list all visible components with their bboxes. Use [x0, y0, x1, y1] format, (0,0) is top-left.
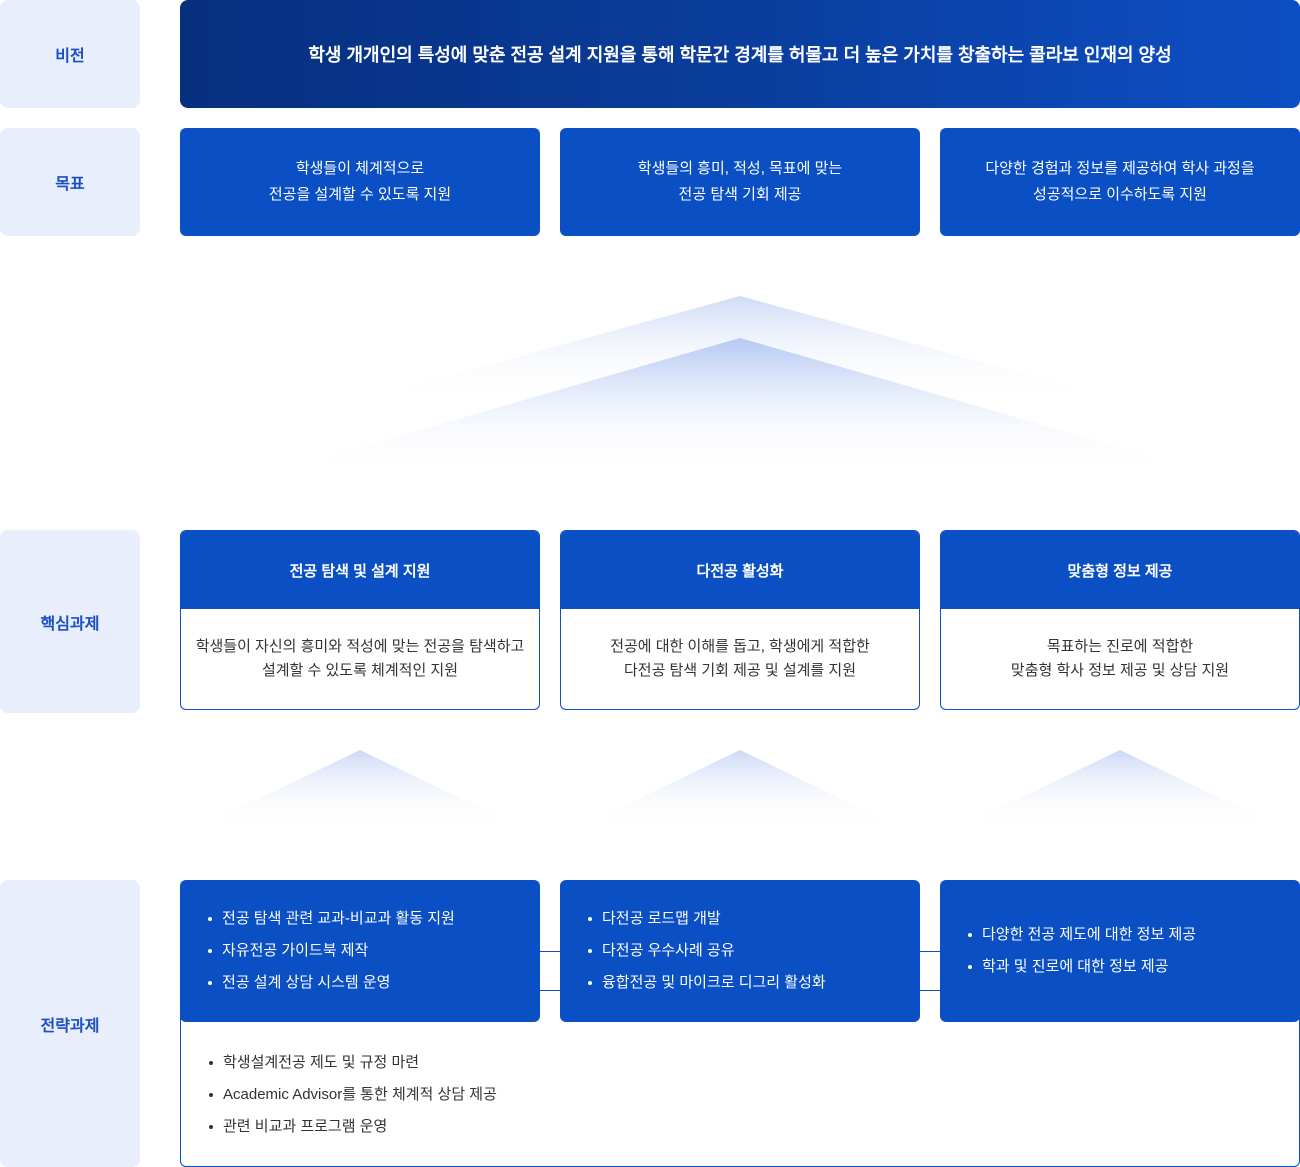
list-item: 다전공 우수사례 공유 — [588, 935, 920, 967]
label-vision: 비전 — [0, 0, 140, 108]
strategy-card-3: 다양한 전공 제도에 대한 정보 제공 학과 및 진로에 대한 정보 제공 — [940, 880, 1300, 1022]
label-core-tasks: 핵심과제 — [0, 530, 140, 713]
core-task-1-title: 전공 탐색 및 설계 지원 — [181, 531, 539, 609]
label-strategy-tasks: 전략과제 — [0, 880, 140, 1167]
connector-line-2 — [920, 951, 940, 952]
goal-2-line-2: 전공 탐색 기회 제공 — [678, 186, 802, 203]
upward-arrows-small-graphic — [200, 750, 1280, 827]
list-item: 관련 비교과 프로그램 운영 — [209, 1111, 497, 1143]
list-item: 전공 설계 상담 시스템 운영 — [208, 967, 540, 999]
goal-3-line-2: 성공적으로 이수하도록 지원 — [1033, 186, 1207, 203]
core-task-1-line-1: 학생들이 자신의 흥미와 적성에 맞는 전공을 탐색하고 — [195, 638, 525, 655]
connector-line-1 — [540, 951, 560, 952]
vision-banner: 학생 개개인의 특성에 맞춘 전공 설계 지원을 통해 학문간 경계를 허물고 … — [180, 0, 1300, 108]
strategy-card-2: 다전공 로드맵 개발 다전공 우수사례 공유 융합전공 및 마이크로 디그리 활… — [560, 880, 920, 1022]
list-item: Academic Advisor를 통한 체계적 상담 제공 — [209, 1079, 497, 1111]
goal-card-1: 학생들이 체계적으로 전공을 설계할 수 있도록 지원 — [180, 128, 540, 236]
goal-1-line-1: 학생들이 체계적으로 — [295, 160, 425, 177]
core-task-card-1: 전공 탐색 및 설계 지원 학생들이 자신의 흥미와 적성에 맞는 전공을 탐색… — [180, 530, 540, 710]
goal-1-line-2: 전공을 설계할 수 있도록 지원 — [268, 186, 452, 203]
core-task-card-2: 다전공 활성화 전공에 대한 이해를 돕고, 학생에게 적합한 다전공 탐색 기… — [560, 530, 920, 710]
core-task-2-title: 다전공 활성화 — [561, 531, 919, 609]
strategy-card-1: 전공 탐색 관련 교과-비교과 활동 지원 자유전공 가이드북 제작 전공 설계… — [180, 880, 540, 1022]
strategy-extra-list: 학생설계전공 제도 및 규정 마련 Academic Advisor를 통한 체… — [209, 1047, 497, 1143]
core-task-card-3: 맞춤형 정보 제공 목표하는 진로에 적합한 맞춤형 학사 정보 제공 및 상담… — [940, 530, 1300, 710]
goal-card-3: 다양한 경험과 정보를 제공하여 학사 과정을 성공적으로 이수하도록 지원 — [940, 128, 1300, 236]
list-item: 융합전공 및 마이크로 디그리 활성화 — [588, 967, 920, 999]
upward-arrow-large-graphic — [280, 296, 1200, 470]
core-task-3-line-2: 맞춤형 학사 정보 제공 및 상담 지원 — [1010, 662, 1230, 679]
goal-2-line-1: 학생들의 흥미, 적성, 목표에 맞는 — [637, 160, 843, 177]
list-item: 학생설계전공 제도 및 규정 마련 — [209, 1047, 497, 1079]
core-task-1-line-2: 설계할 수 있도록 체계적인 지원 — [261, 662, 459, 679]
core-task-2-line-2: 다전공 탐색 기회 제공 및 설계를 지원 — [623, 662, 856, 679]
list-item: 다전공 로드맵 개발 — [588, 903, 920, 935]
list-item: 학과 및 진로에 대한 정보 제공 — [968, 951, 1300, 983]
core-task-3-title: 맞춤형 정보 제공 — [941, 531, 1299, 609]
list-item: 자유전공 가이드북 제작 — [208, 935, 540, 967]
core-task-3-line-1: 목표하는 진로에 적합한 — [1046, 638, 1194, 655]
list-item: 전공 탐색 관련 교과-비교과 활동 지원 — [208, 903, 540, 935]
label-goal: 목표 — [0, 128, 140, 236]
goal-3-line-1: 다양한 경험과 정보를 제공하여 학사 과정을 — [985, 160, 1255, 177]
list-item: 다양한 전공 제도에 대한 정보 제공 — [968, 919, 1300, 951]
goal-card-2: 학생들의 흥미, 적성, 목표에 맞는 전공 탐색 기회 제공 — [560, 128, 920, 236]
core-task-2-line-1: 전공에 대한 이해를 돕고, 학생에게 적합한 — [610, 638, 870, 655]
